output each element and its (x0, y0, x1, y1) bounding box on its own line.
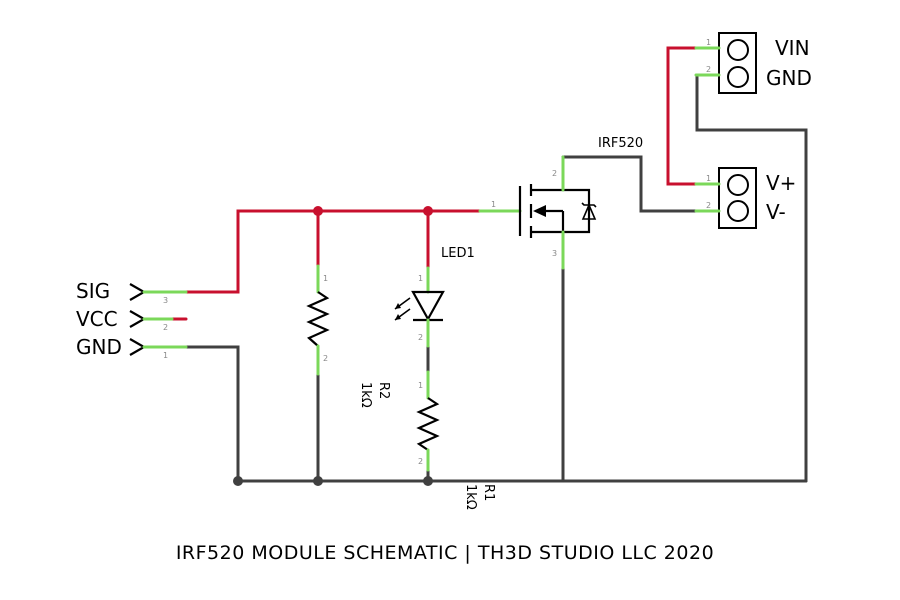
mosfet-arrow (533, 205, 546, 217)
pin-number: 2 (552, 169, 557, 178)
ground-wires (183, 73, 808, 483)
pin-number: 1 (491, 200, 496, 209)
junction-dot (313, 206, 323, 216)
input-label-gnd: GND (76, 335, 122, 359)
input-label-vcc: VCC (76, 307, 118, 331)
sig-wire (183, 209, 502, 294)
gnd-input-wire (183, 345, 240, 483)
mosfet-irf520: IRF520 1 2 3 (478, 136, 643, 270)
signal-wires (170, 46, 699, 321)
pin-number: 3 (163, 296, 168, 305)
pin-number: 2 (323, 354, 328, 363)
connector-pin-circle (727, 66, 749, 88)
r1-name: R1 (481, 484, 496, 501)
input-header: SIG VCC GND 3 2 1 (76, 279, 188, 360)
mosfet-diode-bar (581, 202, 597, 208)
led-triangle (411, 290, 445, 322)
mosfet-name: IRF520 (598, 136, 643, 151)
junction-dot (313, 476, 323, 486)
r1-value: 1kΩ (463, 484, 478, 510)
power-label-vin: VIN (775, 36, 810, 60)
resistor-r1: 1 2 R1 1kΩ (416, 370, 496, 510)
connector-pin-circle (727, 200, 749, 222)
pin-number: 1 (706, 38, 711, 47)
junction-dot (423, 476, 433, 486)
pin-number: 2 (418, 457, 423, 466)
chevron-vcc (129, 310, 147, 328)
resistor-zigzag (306, 291, 330, 347)
output-connector: 1 2 V+ V- (694, 167, 796, 229)
drain-wire (561, 155, 699, 213)
input-label-sig: SIG (76, 279, 110, 303)
output-label-vplus: V+ (766, 171, 796, 195)
psu-ground-wire (695, 73, 808, 483)
junctions (233, 206, 433, 486)
pin-number: 1 (418, 381, 423, 390)
connector-body (718, 32, 757, 94)
led-led1: 1 2 LED1 (394, 246, 475, 348)
r2-value: 1kΩ (358, 382, 373, 408)
output-label-vminus: V- (766, 200, 786, 224)
r2-name: R2 (376, 382, 391, 399)
power-label-gnd: GND (766, 66, 812, 90)
vin-wire (666, 46, 699, 186)
resistor-r2: 1 2 R2 1kΩ (306, 264, 391, 408)
pin-number: 1 (706, 174, 711, 183)
chevron-gnd (129, 338, 147, 356)
mosfet-diode (581, 202, 597, 220)
pin-number: 2 (706, 201, 711, 210)
pin-number: 2 (163, 323, 168, 332)
pin-number: 3 (552, 249, 557, 258)
resistor-zigzag (416, 397, 440, 451)
pin-number: 2 (706, 65, 711, 74)
led-arrow-head (395, 314, 401, 320)
junction-dot (423, 206, 433, 216)
connector-body (718, 167, 757, 229)
junction-dot (233, 476, 243, 486)
pin-number: 2 (418, 333, 423, 342)
pin-number: 1 (323, 274, 328, 283)
connector-pin-circle (727, 39, 749, 61)
pin-number: 1 (163, 351, 168, 360)
led-arrow-head (395, 303, 401, 309)
connector-pin-circle (727, 174, 749, 196)
power-connector: 1 2 VIN GND (694, 32, 812, 94)
pin-number: 1 (418, 274, 423, 283)
chevron-sig (129, 283, 147, 301)
mosfet-diode-frame (563, 188, 591, 234)
led-name: LED1 (441, 246, 475, 261)
page-title: IRF520 MODULE SCHEMATIC | TH3D STUDIO LL… (176, 542, 714, 564)
